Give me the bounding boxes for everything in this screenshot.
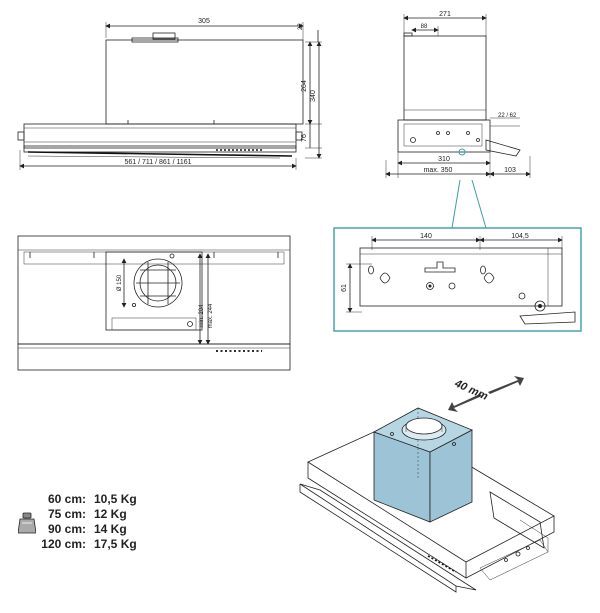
front-chimney: [105, 39, 304, 125]
detail-view: 140 104,5 61: [333, 227, 582, 332]
weight-value: 12 Kg: [94, 507, 127, 521]
weight-value: 17,5 Kg: [94, 537, 137, 551]
weight-table: 60 cm: 10,5 Kg 75 cm: 12 Kg 90 cm: 14 Kg 12…: [18, 492, 168, 562]
detail-leader: [451, 148, 487, 229]
dim-side-offset: 88: [421, 24, 428, 30]
weight-size: 75 cm:: [47, 507, 86, 521]
dim-bottom-max: max. 244: [208, 303, 214, 328]
dim-top-width: 305: [198, 18, 210, 25]
dim-widths: 561 / 711 / 861 / 1161: [124, 159, 191, 166]
side-body: [397, 119, 491, 153]
front-duct-outlet: [131, 37, 179, 43]
weight-row-75: 75 cm: 12 Kg: [40, 507, 127, 521]
weight-value: 10,5 Kg: [94, 492, 137, 506]
dim-top-offset: 22: [298, 23, 304, 30]
dim-total-height: 340: [310, 90, 317, 102]
iso-adjust-arrows: [448, 376, 524, 412]
dim-bottom-diameter: Ø 150: [117, 274, 123, 291]
dim-side-extension: 103: [504, 167, 516, 174]
weight-size: 90 cm:: [47, 522, 86, 536]
weight-row-120: 120 cm: 17,5 Kg: [40, 537, 137, 551]
weight-row-60: 60 cm: 10,5 Kg: [40, 492, 137, 506]
dim-side-small: 22 / 62: [498, 113, 517, 119]
iso-control-buttons: [427, 555, 457, 573]
side-chimney: [403, 35, 487, 121]
bottom-view: Ø 150 min. 204 max. 244: [17, 235, 291, 371]
dim-detail-height: 61: [341, 284, 348, 292]
scale-weight-icon: [18, 512, 36, 534]
dim-detail-right: 104,5: [511, 233, 529, 240]
front-body: [23, 123, 297, 149]
dim-body-height: 76: [301, 134, 308, 142]
detail-frame: [333, 227, 582, 332]
dim-detail-left: 140: [420, 233, 432, 240]
weight-value: 14 Kg: [94, 522, 127, 536]
weight-row-90: 90 cm: 14 Kg: [40, 522, 127, 536]
dim-side-depth: 271: [439, 11, 451, 18]
front-view: 305 22 264 340 76 561 / 711 / 861 / 1161: [17, 18, 322, 170]
side-view: 271 88 22 / 62 310 max. 350 103: [385, 11, 531, 178]
dim-bottom-min: min. 204: [199, 304, 205, 328]
weight-size: 120 cm:: [41, 537, 86, 551]
iso-view: 40 mm: [299, 376, 555, 593]
dim-chimney-height: 264: [301, 80, 308, 92]
front-duct-top: [152, 32, 176, 40]
weight-size: 60 cm:: [47, 492, 86, 506]
dim-side-max-depth: max. 350: [424, 167, 453, 174]
dim-side-body-depth: 310: [438, 156, 450, 163]
